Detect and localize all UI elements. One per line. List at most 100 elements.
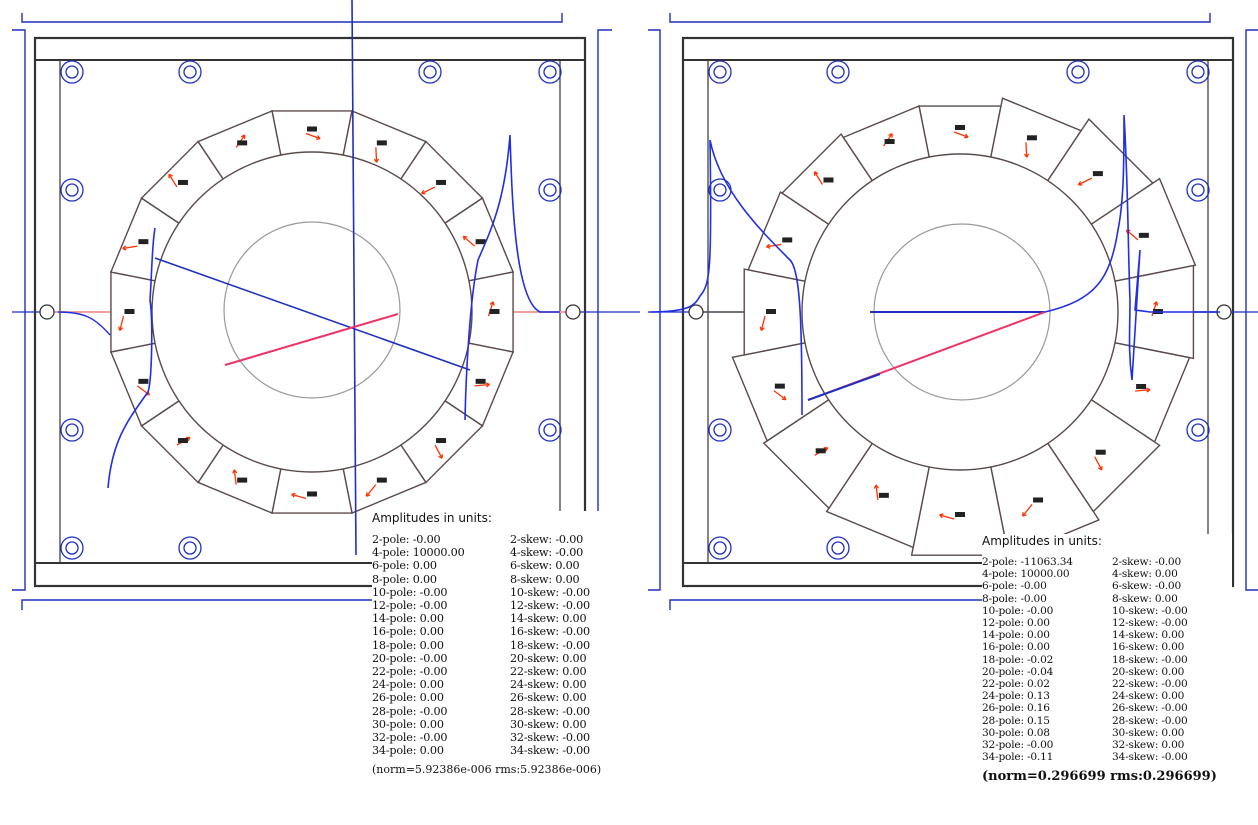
bolt-hole-outer — [1066, 60, 1090, 84]
segment-label-mark — [489, 309, 500, 314]
arrow-head — [240, 134, 246, 140]
arrow-shaft — [474, 383, 490, 387]
pole-cell: 32-pole: -0.00 — [372, 731, 448, 745]
pole-cell: 28-pole: 0.15 — [982, 714, 1050, 727]
bolt-hole-inner — [423, 65, 437, 79]
magnetization-arrow — [168, 173, 178, 188]
pole-cell: 26-pole: 0.00 — [372, 691, 444, 705]
pole-cell: 4-pole: 10000.00 — [982, 568, 1070, 581]
pivot-left — [688, 304, 704, 320]
bolt-hole-inner — [831, 65, 845, 79]
skew-cell: 8-skew: 0.00 — [1112, 592, 1178, 605]
segment-label-mark — [955, 125, 965, 130]
arrow-shaft — [953, 131, 969, 138]
pole-cell: 26-pole: 0.16 — [982, 702, 1050, 715]
left-amplitudes-title: Amplitudes in units: — [372, 511, 492, 525]
left-bracket — [12, 29, 26, 591]
magnet-segment — [271, 468, 353, 514]
arrow-head — [489, 301, 495, 306]
skew-cell: 8-skew: 0.00 — [510, 572, 580, 586]
arrow-head — [823, 447, 829, 452]
bolt-hole-inner — [65, 541, 79, 555]
segment-label-mark — [436, 179, 447, 185]
left-field-curve — [649, 139, 803, 416]
bolt-hole-outer — [708, 178, 732, 202]
bolt-hole-outer — [178, 60, 202, 84]
segment-label-mark — [177, 179, 188, 185]
pole-cell: 24-pole: 0.13 — [982, 690, 1050, 703]
bolt-hole-inner — [65, 183, 79, 197]
arrow-shaft — [1151, 301, 1158, 317]
skew-cell: 26-skew: 0.00 — [510, 691, 587, 705]
arrow-head — [813, 171, 819, 176]
arrow-head — [1023, 153, 1030, 158]
magnetization-arrow — [373, 147, 380, 163]
bolt-hole-inner — [1191, 183, 1205, 197]
magnet-segment — [271, 110, 353, 156]
skew-cell: 30-skew: 0.00 — [1112, 726, 1185, 739]
segment-label-mark — [1095, 449, 1106, 455]
pole-cell: 2-pole: -0.00 — [372, 533, 441, 546]
magnet-segment — [918, 105, 1002, 158]
skew-cell: 30-skew: 0.00 — [510, 717, 587, 731]
pole-cell: 12-pole: -0.00 — [372, 599, 448, 613]
skew-cell: 10-skew: -0.00 — [510, 585, 590, 599]
pole-cell: 8-pole: 0.00 — [372, 572, 437, 586]
pole-cell: 20-pole: -0.04 — [982, 665, 1054, 678]
skew-cell: 12-skew: -0.00 — [510, 599, 590, 613]
left-amplitudes-norm: (norm=5.92386e-006 rms:5.92386e-006) — [372, 763, 602, 777]
arrow-shaft — [168, 173, 178, 188]
arrow-head — [964, 133, 969, 139]
pole-cell: 14-pole: 0.00 — [982, 629, 1050, 642]
arrow-shaft — [305, 132, 321, 140]
pivot-left — [39, 304, 55, 320]
pole-cell: 16-pole: 0.00 — [982, 641, 1050, 654]
arrow-head — [1153, 301, 1159, 306]
magnetization-arrow — [1094, 456, 1103, 471]
skew-cell: 10-skew: -0.00 — [1112, 604, 1188, 617]
arrow-shaft — [766, 243, 782, 248]
arrow-shaft — [875, 484, 879, 500]
arrow-shaft — [760, 315, 766, 331]
bolt-hole-outer — [60, 418, 84, 442]
skew-cell: 14-skew: 0.00 — [1112, 629, 1185, 642]
bolt-hole-outer — [418, 60, 442, 84]
skew-cell: 34-skew: -0.00 — [1112, 751, 1188, 764]
magnetization-arrow — [365, 484, 377, 497]
bolt-hole-outer — [1186, 418, 1210, 442]
pole-cell: 10-pole: -0.00 — [372, 585, 448, 599]
magnetization-arrow — [759, 315, 766, 332]
bolt-hole-inner — [183, 65, 197, 79]
pink-field-line — [224, 313, 399, 366]
skew-cell: 32-skew: 0.00 — [1112, 739, 1185, 752]
bolt-hole-outer — [538, 60, 562, 84]
pole-cell: 16-pole: 0.00 — [372, 625, 444, 639]
magnetization-arrow — [1021, 504, 1033, 517]
arrow-head — [1077, 180, 1083, 186]
arrow-head — [122, 245, 127, 251]
bolt-hole-inner — [183, 541, 197, 555]
skew-cell: 16-skew: 0.00 — [1112, 641, 1185, 654]
bolt-hole-inner — [543, 183, 557, 197]
arrow-shaft — [462, 235, 476, 247]
segment-label-mark — [766, 309, 776, 314]
skew-cell: 4-skew: -0.00 — [510, 546, 584, 560]
pole-cell: 32-pole: -0.00 — [982, 739, 1054, 752]
arrow-head — [888, 133, 893, 138]
skew-cell: 22-skew: -0.00 — [1112, 678, 1188, 691]
bolt-hole-inner — [831, 541, 845, 555]
magnetization-arrow — [122, 245, 138, 251]
segment-label-mark — [823, 177, 834, 183]
arrow-head — [373, 158, 380, 163]
pole-cell: 20-pole: -0.00 — [372, 651, 448, 665]
pivot-right — [565, 304, 581, 320]
skew-cell: 24-skew: 0.00 — [510, 678, 587, 692]
arrow-shaft — [487, 301, 494, 317]
left-tail-curve — [57, 311, 111, 336]
skew-cell: 22-skew: 0.00 — [510, 665, 587, 679]
segment-label-mark — [177, 438, 188, 444]
arrow-shaft — [1094, 456, 1103, 471]
